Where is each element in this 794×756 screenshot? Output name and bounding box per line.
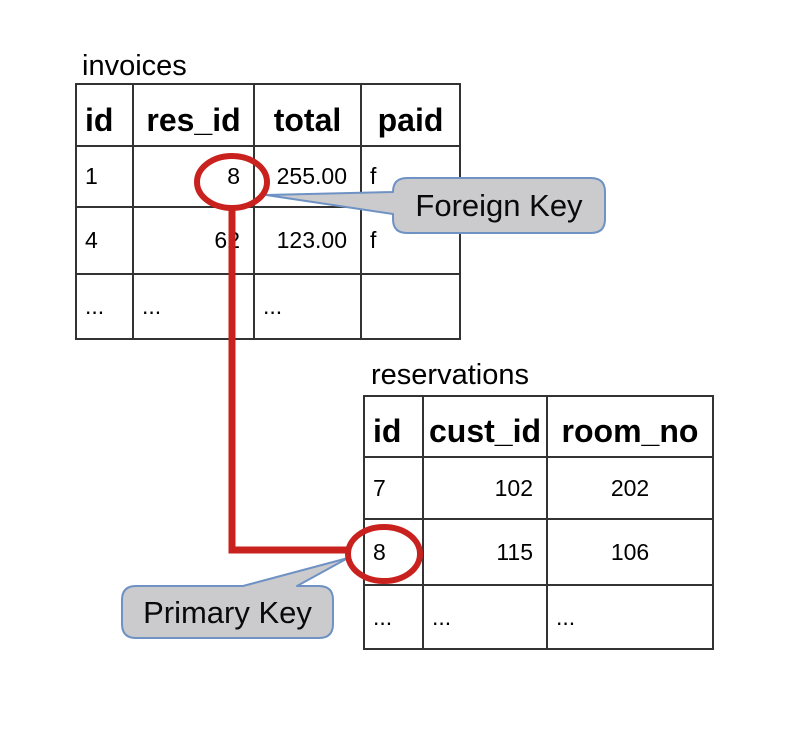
invoices-header-res-id: res_id [134,85,255,147]
invoices-table: id res_id total paid 1 8 255.00 f 4 62 1… [75,83,461,340]
primary-key-callout-shape [121,557,349,639]
reservations-table: id cust_id room_no 7 102 202 8 115 106 .… [363,395,714,650]
reservations-header-id: id [365,397,424,458]
table-cell: 7 [365,458,424,520]
table-cell: 106 [548,520,712,586]
table-cell: 62 [134,208,255,275]
reservations-header-room-no: room_no [548,397,712,458]
table-cell: 255.00 [255,147,362,208]
table-cell: 202 [548,458,712,520]
invoices-header-id: id [77,85,134,147]
table-cell-fk-value: 8 [134,147,255,208]
table-cell: ... [424,586,548,648]
table-cell: ... [556,603,576,630]
table-cell: 115 [424,520,548,586]
reservations-table-title: reservations [371,359,529,391]
table-cell: 123.00 [255,208,362,275]
invoices-table-title: invoices [82,50,187,82]
table-cell: ... [365,586,424,648]
invoices-header-total: total [255,85,362,147]
table-cell: ... [77,275,134,338]
table-cell: ... [134,275,255,338]
table-cell: f [362,208,459,275]
primary-key-callout-label: Primary Key [143,594,312,630]
table-cell-pk-value: 8 [365,520,424,586]
reservations-header-cust-id: cust_id [424,397,548,458]
table-cell: 102 [424,458,548,520]
table-cell: 4 [77,208,134,275]
table-cell: f [362,147,459,208]
table-cell: 1 [77,147,134,208]
table-cell: ... [255,275,362,338]
table-cell [362,275,459,338]
invoices-header-paid: paid [362,85,459,147]
